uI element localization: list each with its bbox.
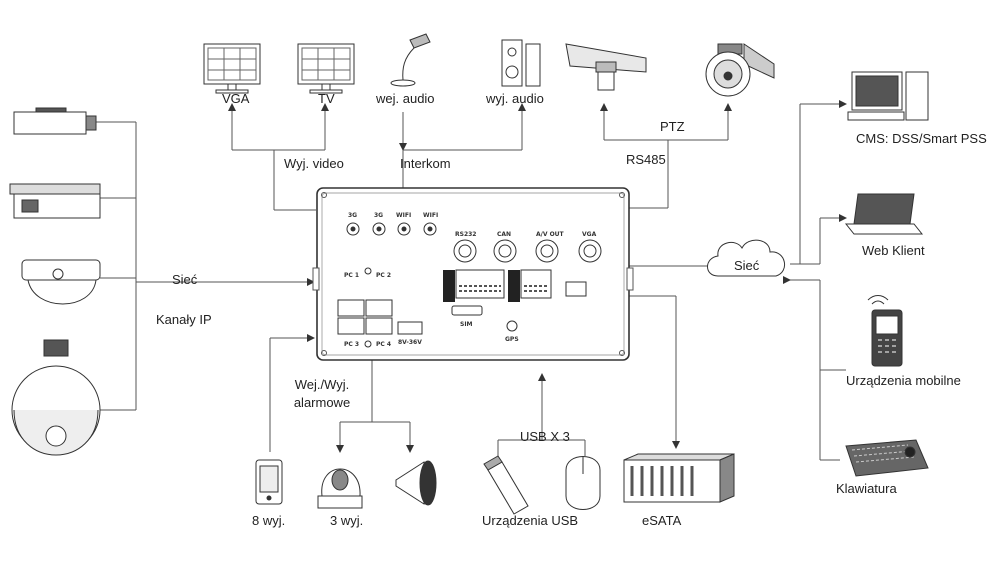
ptz-bullet-camera-icon bbox=[565, 43, 647, 91]
vga-port-label: VGA bbox=[582, 231, 597, 238]
tv-label: TV bbox=[318, 91, 335, 106]
antenna-connectors bbox=[346, 222, 437, 236]
cms-label: CMS: DSS/Smart PSS bbox=[856, 131, 987, 146]
ant2-label: 3G bbox=[374, 212, 383, 219]
ant4-label: WIFI bbox=[423, 212, 438, 219]
alarm-horn-icon bbox=[395, 460, 437, 506]
box-camera-icon bbox=[13, 107, 97, 135]
usb-devices-label: Urządzenia USB bbox=[482, 513, 579, 528]
power-label: 8V-36V bbox=[398, 339, 422, 346]
cloud-icon bbox=[707, 239, 785, 277]
video-out-label: Wyj. video bbox=[284, 156, 344, 171]
rj45-ports bbox=[337, 299, 393, 335]
usb-mouse-icon bbox=[565, 456, 601, 510]
round-ports bbox=[453, 239, 602, 263]
intercom-label: Interkom bbox=[400, 156, 451, 171]
bullet-camera-icon bbox=[9, 183, 101, 219]
usb-stick-icon bbox=[483, 455, 529, 515]
vga-monitor-icon bbox=[203, 43, 261, 94]
can-label: CAN bbox=[497, 231, 511, 238]
usb-x3-label: USB X 3 bbox=[520, 429, 570, 444]
tv-icon bbox=[297, 43, 355, 94]
outputs-8-label: 8 wyj. bbox=[252, 513, 286, 528]
rs485-label: RS485 bbox=[626, 152, 666, 167]
speaker-icon bbox=[501, 39, 541, 87]
outputs-3-label: 3 wyj. bbox=[330, 513, 364, 528]
pc3-label: PC 3 bbox=[344, 341, 359, 348]
terminal-blocks bbox=[443, 269, 587, 302]
keyboard-controller-icon bbox=[845, 439, 929, 477]
ant3-label: WIFI bbox=[396, 212, 411, 219]
sim-slot bbox=[451, 305, 483, 316]
alarm-io-label-1: Wej./Wyj. bbox=[294, 377, 350, 392]
keyboard-label: Klawiatura bbox=[836, 481, 897, 496]
ip-channels-label: Kanały IP bbox=[156, 312, 212, 327]
audio-out-label: wyj. audio bbox=[486, 91, 544, 106]
network-right-label: Sieć bbox=[734, 258, 760, 273]
audio-in-label: wej. audio bbox=[376, 91, 435, 106]
ant1-label: 3G bbox=[348, 212, 357, 219]
vga-label: VGA bbox=[222, 91, 250, 106]
rs232-label: RS232 bbox=[455, 231, 476, 238]
gps-connector bbox=[506, 320, 518, 332]
gps-label: GPS bbox=[505, 336, 519, 343]
connector-lines bbox=[95, 100, 847, 461]
web-client-label: Web Klient bbox=[862, 243, 925, 258]
speed-dome-camera-icon bbox=[11, 339, 101, 456]
network-left-label: Sieć bbox=[172, 272, 198, 287]
mobile-devices-label: Urządzenia mobilne bbox=[846, 373, 961, 388]
pc2-label: PC 2 bbox=[376, 272, 391, 279]
esata-label: eSATA bbox=[642, 513, 682, 528]
dome-camera-icon bbox=[21, 259, 101, 305]
sim-label: SIM bbox=[460, 321, 473, 328]
esata-storage-icon bbox=[623, 453, 735, 503]
dvr-device: 3G 3G WIFI WIFI RS232 CAN A/V OUT VGA bbox=[312, 187, 634, 361]
ptz-label: PTZ bbox=[660, 119, 685, 134]
laptop-icon bbox=[844, 193, 924, 235]
ptz-dome-camera-icon bbox=[705, 43, 775, 97]
mobile-phone-icon bbox=[867, 295, 903, 367]
pc4-label: PC 4 bbox=[376, 341, 391, 348]
pc1-label: PC 1 bbox=[344, 272, 359, 279]
alarm-sensor-icon bbox=[255, 459, 283, 505]
alarm-io-label-2: alarmowe bbox=[293, 395, 351, 410]
microphone-icon bbox=[390, 33, 431, 87]
cms-computer-icon bbox=[847, 71, 929, 121]
avout-label: A/V OUT bbox=[536, 231, 565, 238]
alarm-siren-icon bbox=[317, 468, 363, 509]
power-connector bbox=[397, 321, 423, 335]
